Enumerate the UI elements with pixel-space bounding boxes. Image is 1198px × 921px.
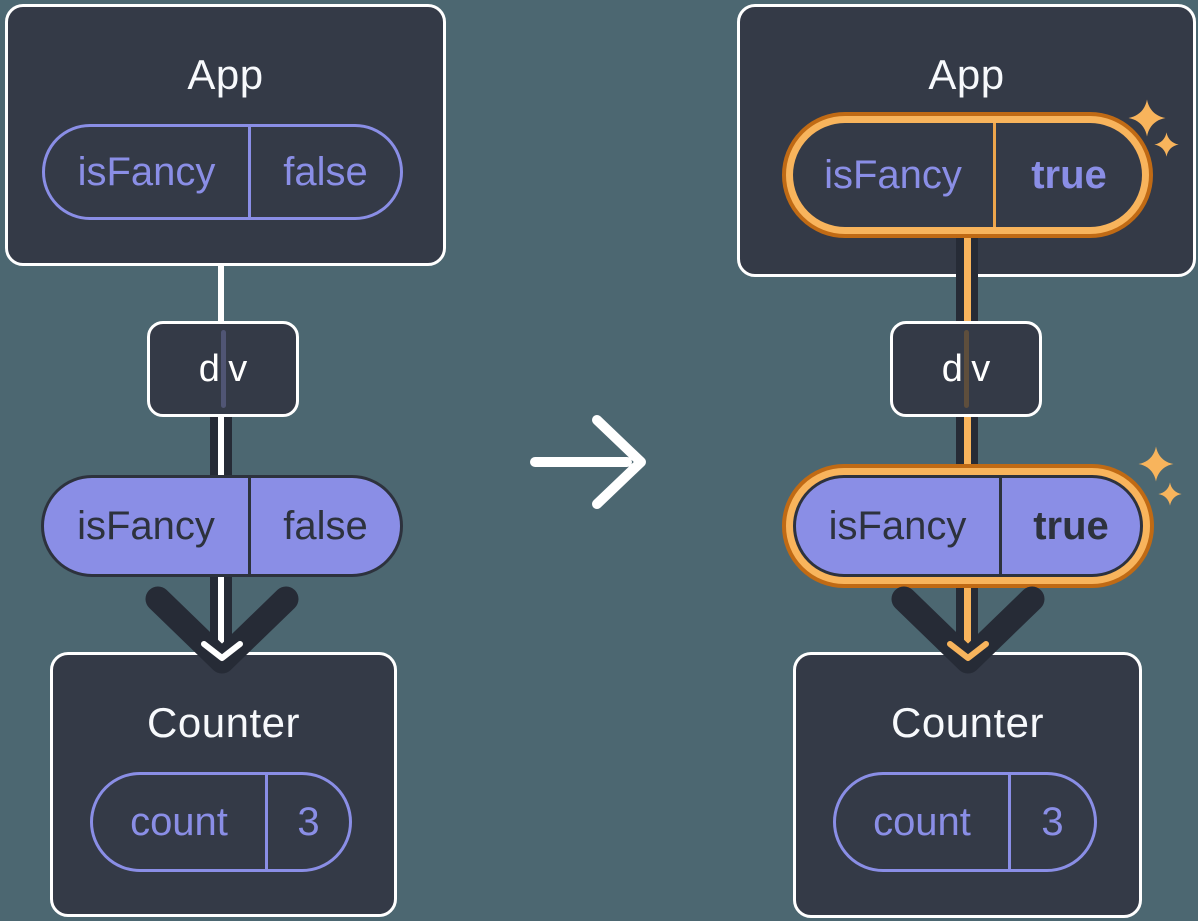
arrowhead-icon (201, 641, 243, 661)
sparkle-icon (1128, 99, 1166, 137)
connector-line (218, 264, 224, 324)
prop-value: true (1033, 503, 1109, 548)
state-value: 3 (297, 799, 320, 844)
state-name: isFancy (45, 127, 251, 217)
state-value: 3 (1041, 799, 1064, 844)
component-title: App (928, 51, 1005, 98)
component-title: Counter (891, 699, 1044, 746)
prop-name: isFancy (44, 478, 251, 574)
arrowhead-icon (947, 641, 989, 661)
state-name: isFancy (793, 123, 996, 227)
state-value: false (283, 149, 368, 194)
div-element-box: div (147, 321, 299, 417)
prop-flow-line (964, 238, 971, 324)
prop-value: false (283, 503, 368, 548)
div-element-box: div (890, 321, 1042, 417)
pass-through-line (220, 330, 226, 408)
passed-prop-pill: isFancy false (41, 475, 403, 577)
component-title: Counter (147, 699, 300, 746)
counter-state-pill: count 3 (833, 772, 1097, 872)
state-name: count (93, 775, 268, 869)
sparkle-icon (1158, 482, 1182, 506)
counter-state-pill: count 3 (90, 772, 352, 872)
sparkle-icon (1138, 446, 1174, 482)
component-title: App (187, 51, 264, 98)
pass-through-line (963, 330, 969, 408)
app-state-pill: isFancy false (42, 124, 403, 220)
sparkle-icon (1154, 132, 1179, 157)
passed-prop-pill-highlighted: isFancy true (782, 464, 1154, 588)
state-value: true (1031, 152, 1107, 197)
arrow-right-icon (530, 415, 646, 509)
prop-name: isFancy (796, 478, 1002, 574)
app-state-pill-highlighted: isFancy true (782, 112, 1153, 238)
state-name: count (836, 775, 1011, 869)
